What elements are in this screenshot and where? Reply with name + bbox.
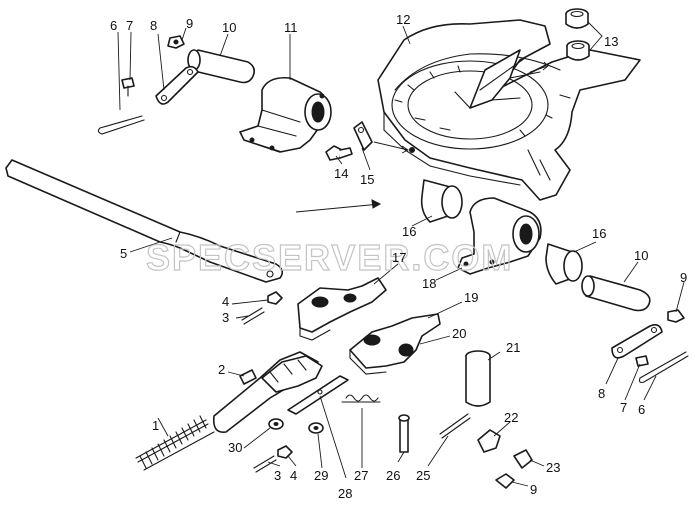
- leader-lines: [117, 25, 685, 487]
- part-3-bolt-lower: [253, 455, 277, 473]
- part-30-washer: [268, 418, 284, 430]
- callout-11: 11: [284, 20, 298, 35]
- callout-2: 2: [218, 362, 225, 377]
- callout-23: 23: [546, 460, 560, 475]
- part-3-4-upper: [241, 291, 283, 325]
- part-23-fitting: [513, 449, 533, 469]
- watermark-text: SPECSERVER.COM: [146, 237, 513, 278]
- callout-3-lower: 3: [274, 468, 281, 483]
- part-8-plate-lower: [611, 324, 663, 359]
- part-14-bolt: [325, 145, 353, 161]
- part-1-spring: [135, 415, 215, 471]
- part-9-bolt-lower: [495, 473, 515, 489]
- part-5-lever: [5, 159, 284, 283]
- part-10-pin-upper: [187, 49, 256, 84]
- callout-25: 25: [416, 468, 430, 483]
- callout-7-lower: 7: [620, 400, 627, 415]
- part-12-coupling-plate: [377, 19, 641, 201]
- part-7-bolt-lower: [635, 355, 649, 367]
- part-19-20-lock: [349, 313, 441, 375]
- part-17-jaw: [297, 277, 387, 341]
- callout-17: 17: [392, 250, 406, 265]
- part-11-bracket: [239, 76, 332, 153]
- assembly-direction-arrow: [295, 199, 382, 213]
- callout-labels: 6 7 8 9 10 11 12 13 14 15 5 16 16 10 9 1…: [110, 12, 687, 501]
- callout-10-lower: 10: [634, 248, 648, 263]
- callout-8: 8: [150, 18, 157, 33]
- callout-9-lower: 9: [530, 482, 537, 497]
- part-7-bolt-upper: [121, 77, 135, 97]
- part-16-bushing-lower: [545, 243, 583, 285]
- callout-20: 20: [452, 326, 466, 341]
- part-15-clip: [353, 121, 409, 154]
- callout-19: 19: [464, 290, 478, 305]
- part-4-nut-lower: [277, 445, 293, 459]
- part-13-bushings: [565, 8, 603, 61]
- callout-8-lower: 8: [598, 386, 605, 401]
- callout-16-upper: 16: [402, 224, 416, 239]
- callout-26: 26: [386, 468, 400, 483]
- part-6-wire-lower: [638, 351, 689, 384]
- callout-9-right: 9: [680, 270, 687, 285]
- callout-29: 29: [314, 468, 328, 483]
- part-27-spring: [341, 394, 381, 403]
- callout-10: 10: [222, 20, 236, 35]
- part-8-plate-upper: [155, 65, 199, 105]
- callout-6-lower: 6: [638, 402, 645, 417]
- part-10-pin-lower: [581, 275, 651, 312]
- part-18-bracket: [457, 197, 542, 275]
- part-28-plate: [287, 375, 349, 415]
- part-26-pin: [398, 414, 410, 453]
- callout-6: 6: [110, 18, 117, 33]
- callout-27: 27: [354, 468, 368, 483]
- callout-15: 15: [360, 172, 374, 187]
- callout-28: 28: [338, 486, 352, 501]
- callout-1: 1: [152, 418, 159, 433]
- callout-18: 18: [422, 276, 436, 291]
- callout-12: 12: [396, 12, 410, 27]
- part-2-plunger: [212, 351, 323, 433]
- callout-16-lower: 16: [592, 226, 606, 241]
- callout-21: 21: [506, 340, 520, 355]
- callout-4-upper: 4: [222, 294, 229, 309]
- callout-9: 9: [186, 16, 193, 31]
- part-9-bolt-upper: [167, 35, 185, 49]
- part-6-wire-upper: [97, 115, 145, 135]
- callout-30: 30: [228, 440, 242, 455]
- callout-4-lower: 4: [290, 468, 297, 483]
- part-29-washer: [308, 422, 324, 434]
- callout-3-upper: 3: [222, 310, 229, 325]
- part-21-pin: [465, 350, 491, 407]
- callout-7: 7: [126, 18, 133, 33]
- callout-5: 5: [120, 246, 127, 261]
- part-16-bushing-upper: [420, 179, 463, 223]
- callout-13: 13: [604, 34, 618, 49]
- callout-22: 22: [504, 410, 518, 425]
- callout-14: 14: [334, 166, 348, 181]
- part-25-pin: [439, 413, 471, 439]
